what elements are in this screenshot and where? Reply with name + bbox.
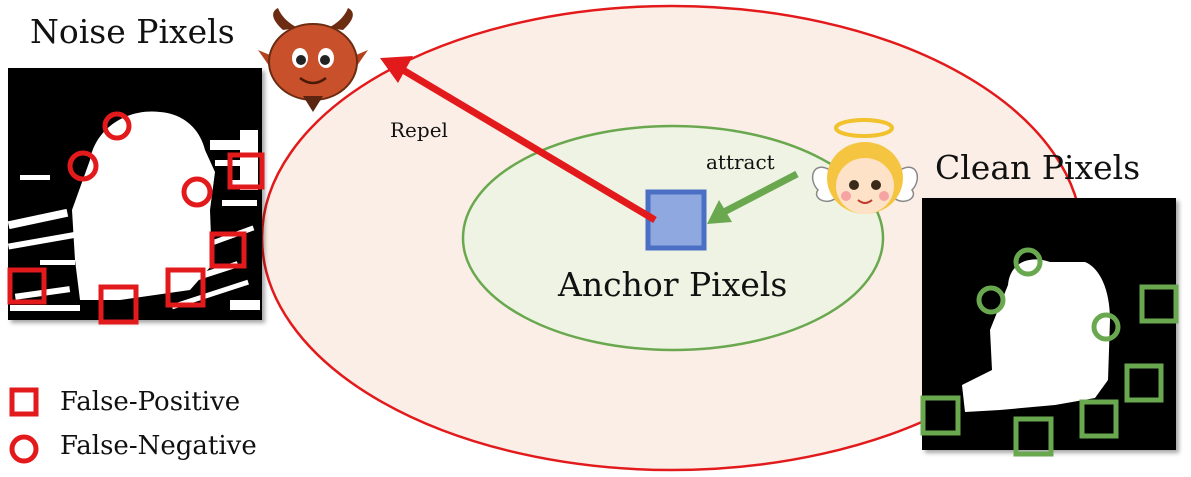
clean-pixels-title: Clean Pixels (935, 148, 1141, 187)
clean-mask-image (920, 198, 1179, 457)
legend-false-positive-label: False-Positive (60, 387, 241, 417)
noise-pixels-title: Noise Pixels (30, 12, 235, 51)
legend-false-positive-marker (9, 387, 39, 417)
repel-label: Repel (390, 118, 448, 142)
attract-arrow (707, 170, 799, 224)
legend-false-negative-label: False-Negative (60, 431, 257, 461)
legend-false-negative-marker (9, 434, 39, 464)
attract-label: attract (706, 150, 775, 174)
anchor-square (645, 189, 707, 251)
noise-mask-image (7, 68, 265, 325)
angel-face-icon (811, 118, 919, 214)
anchor-pixels-label: Anchor Pixels (558, 265, 788, 304)
repel-arrow (380, 56, 657, 224)
devil-face-icon (258, 8, 368, 112)
